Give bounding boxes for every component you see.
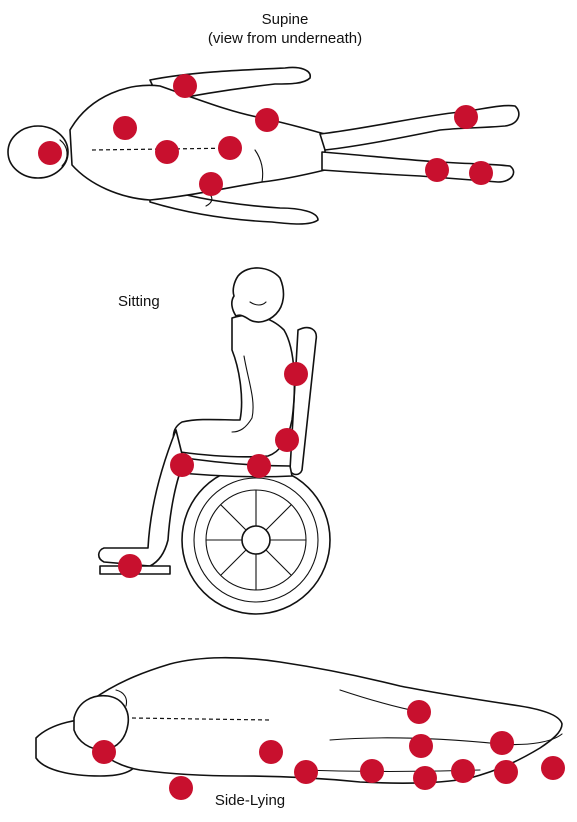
- pressure-point: [199, 172, 223, 196]
- pressure-point: [409, 734, 433, 758]
- pressure-point: [155, 140, 179, 164]
- pressure-point: [360, 759, 384, 783]
- pressure-point: [259, 740, 283, 764]
- pressure-point: [275, 428, 299, 452]
- pressure-point: [173, 74, 197, 98]
- pressure-point: [294, 760, 318, 784]
- pressure-point: [170, 453, 194, 477]
- pressure-point: [451, 759, 475, 783]
- pressure-point: [92, 740, 116, 764]
- pressure-point: [407, 700, 431, 724]
- pressure-point: [218, 136, 242, 160]
- pressure-point: [541, 756, 565, 780]
- pressure-point: [454, 105, 478, 129]
- pressure-point: [169, 776, 193, 800]
- pressure-point: [118, 554, 142, 578]
- pressure-point: [38, 141, 62, 165]
- pressure-point: [284, 362, 308, 386]
- pressure-point: [494, 760, 518, 784]
- pressure-point: [113, 116, 137, 140]
- pressure-point: [247, 454, 271, 478]
- supine-figure: [8, 67, 519, 224]
- pressure-point: [425, 158, 449, 182]
- pressure-point: [255, 108, 279, 132]
- pressure-point: [490, 731, 514, 755]
- pressure-point: [469, 161, 493, 185]
- pressure-point: [413, 766, 437, 790]
